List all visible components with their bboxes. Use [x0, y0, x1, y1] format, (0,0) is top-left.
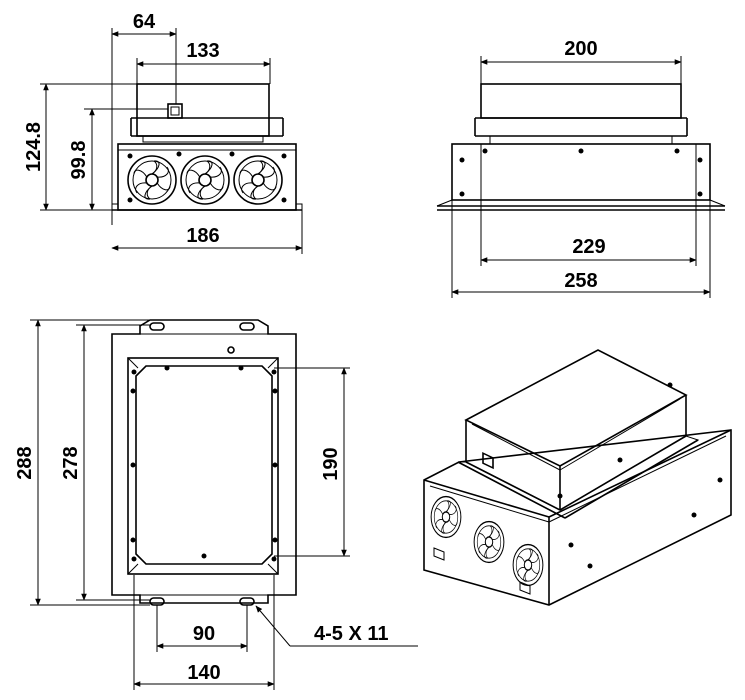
top-view-dimensions: 288 278 190 90 140 4-5 X 11	[14, 319, 418, 690]
fan-icon	[473, 520, 505, 564]
front-view	[111, 83, 303, 211]
dim-front-height-body: 99.8	[68, 141, 90, 180]
front-view-dimensions: 64 133 186 124.8 99.8	[23, 11, 303, 254]
dim-top-height-inner: 278	[60, 446, 82, 479]
fan-icon	[180, 155, 230, 205]
dim-top-height-plate: 190	[320, 447, 342, 480]
dim-side-width-mount: 229	[572, 236, 605, 258]
fan-icon	[127, 155, 177, 205]
fan-icon	[512, 543, 544, 587]
dim-front-width-top: 64	[133, 11, 156, 33]
dim-side-width-top: 200	[564, 38, 597, 60]
dim-top-height-outer: 288	[14, 446, 36, 479]
top-view	[111, 319, 297, 606]
fan-icon	[233, 155, 283, 205]
dim-top-hole-spacing: 90	[193, 623, 215, 645]
dim-side-width-flange: 258	[564, 270, 597, 292]
side-view	[436, 83, 726, 211]
dim-top-width-plate: 140	[187, 662, 220, 684]
isometric-view	[423, 349, 732, 606]
dim-front-width-body: 133	[186, 40, 219, 62]
dim-front-width-base: 186	[186, 225, 219, 247]
dim-front-height-total: 124.8	[23, 122, 45, 172]
fan-icon	[430, 495, 462, 539]
slot-specification-label: 4-5 X 11	[314, 623, 389, 645]
side-view-dimensions: 200 229 258	[451, 38, 711, 298]
